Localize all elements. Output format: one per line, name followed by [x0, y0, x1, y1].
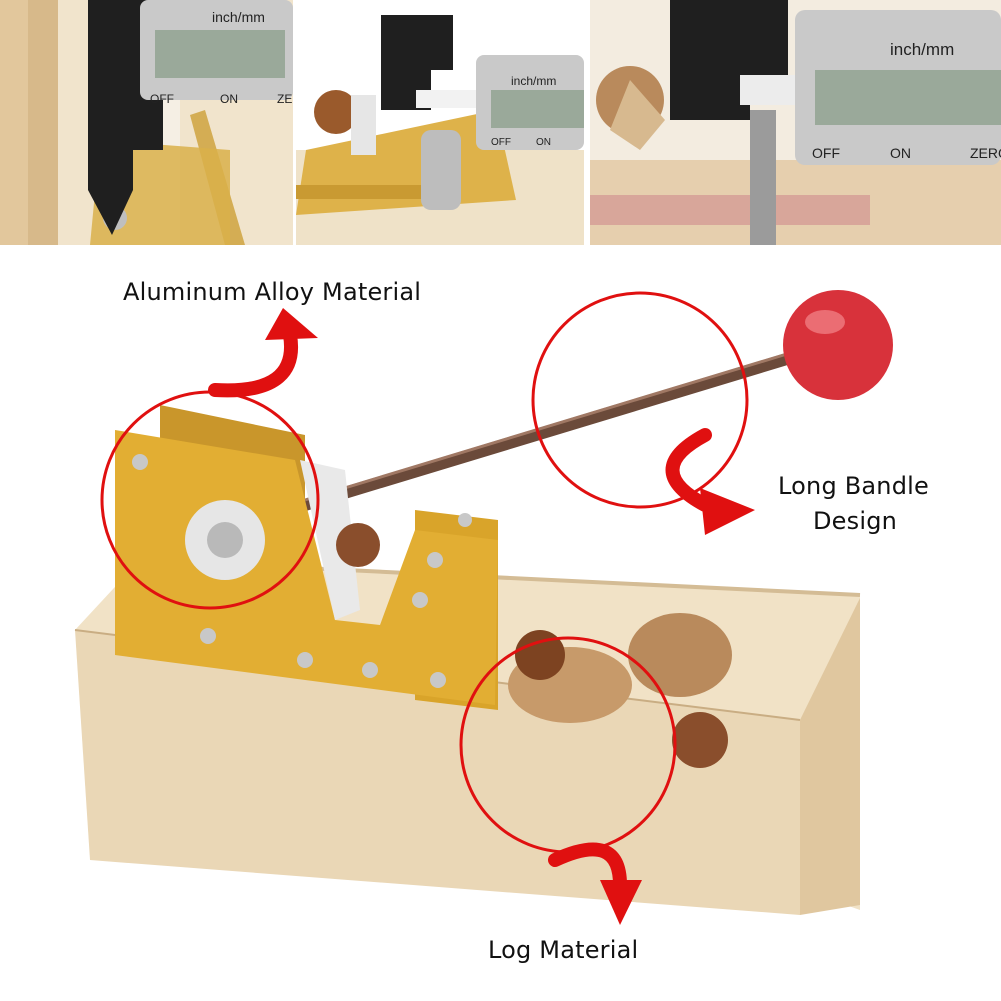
curved-arrow-icon	[208, 308, 318, 398]
caliper-photo-1: inch/mm OFF ON ZE	[0, 0, 293, 245]
caliper-off-label: OFF	[150, 92, 174, 106]
caliper-on-label: ON	[890, 145, 911, 161]
caliper-photo-2: inch/mm OFF ON	[296, 0, 584, 245]
caliper-unit-label: inch/mm	[212, 9, 265, 25]
callout-handle-label-line2: Design	[813, 507, 898, 535]
callout-aluminum-label: Aluminum Alloy Material	[123, 278, 422, 306]
callout-log-label: Log Material	[488, 936, 639, 964]
caliper-unit-label: inch/mm	[511, 74, 556, 88]
caliper-zero-label: ZE	[277, 92, 292, 106]
callout-handle-label-line1: Long Bandle	[778, 472, 929, 500]
caliper-unit-label: inch/mm	[890, 40, 954, 59]
caliper-off-label: OFF	[491, 137, 511, 148]
curved-arrow-icon	[548, 842, 642, 925]
curved-arrow-icon	[665, 428, 755, 535]
nutcracker-photo	[0, 255, 1001, 1001]
callout-circle-handle	[531, 291, 749, 509]
caliper-on-label: ON	[536, 137, 551, 148]
caliper-photo-3: inch/mm OFF ON ZERO	[590, 0, 1001, 245]
caliper-zero-label: ZERO	[970, 145, 1001, 161]
caliper-on-label: ON	[220, 92, 238, 106]
handle-knob	[783, 290, 893, 400]
caliper-off-label: OFF	[812, 145, 840, 161]
